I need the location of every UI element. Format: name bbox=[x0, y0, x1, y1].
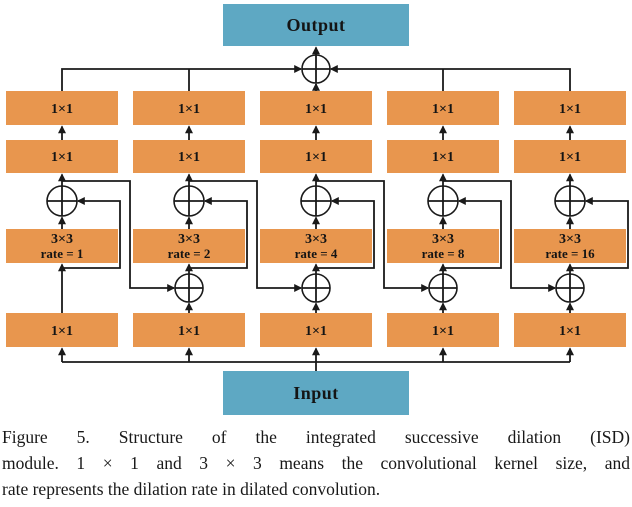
lower-sum-node bbox=[301, 273, 331, 303]
skip-connection bbox=[443, 197, 502, 269]
column-3: 1×1 1×1 3×3 rate = 4 1×1 bbox=[260, 91, 430, 362]
top-collect-line-left bbox=[61, 65, 303, 91]
conv3x3-label: 3×3 bbox=[51, 232, 73, 247]
conv1x1-bottom-box bbox=[514, 313, 626, 347]
skip-connection bbox=[189, 197, 248, 269]
conv1x1-mid-label: 1×1 bbox=[559, 150, 581, 165]
conv3x3-box bbox=[514, 229, 626, 263]
dilation-rate-label: rate = 2 bbox=[168, 246, 211, 261]
upper-sum-node bbox=[300, 185, 332, 217]
skip-connection bbox=[316, 197, 375, 269]
conv1x1-mid-label: 1×1 bbox=[432, 150, 454, 165]
upper-sum-node bbox=[173, 185, 205, 217]
conv1x1-bottom-label: 1×1 bbox=[51, 324, 73, 339]
output-label: Output bbox=[286, 15, 345, 35]
dilation-rate-label: rate = 4 bbox=[295, 246, 338, 261]
lower-sum-node bbox=[555, 273, 585, 303]
top-collect-line-right bbox=[329, 65, 571, 91]
input-box bbox=[223, 371, 409, 415]
feed-to-next-column bbox=[316, 180, 430, 292]
conv3x3-label: 3×3 bbox=[432, 232, 454, 247]
conv1x1-top-box bbox=[514, 91, 626, 125]
dilation-rate-label: rate = 1 bbox=[41, 246, 84, 261]
output-box bbox=[223, 4, 409, 46]
lower-sum-node bbox=[174, 273, 204, 303]
conv1x1-mid-label: 1×1 bbox=[305, 150, 327, 165]
column-4: 1×1 1×1 3×3 rate = 8 1×1 bbox=[387, 91, 557, 362]
conv1x1-mid-box bbox=[260, 140, 372, 173]
conv1x1-mid-label: 1×1 bbox=[51, 150, 73, 165]
conv3x3-box bbox=[6, 229, 118, 263]
skip-connection bbox=[62, 197, 121, 269]
conv1x1-bottom-box bbox=[133, 313, 245, 347]
conv1x1-mid-box bbox=[387, 140, 499, 173]
conv3x3-label: 3×3 bbox=[559, 232, 581, 247]
conv1x1-mid-label: 1×1 bbox=[178, 150, 200, 165]
feed-to-next-column bbox=[189, 180, 303, 292]
conv1x1-bottom-label: 1×1 bbox=[432, 324, 454, 339]
conv1x1-bottom-box bbox=[6, 313, 118, 347]
conv1x1-mid-box bbox=[514, 140, 626, 173]
conv3x3-box bbox=[387, 229, 499, 263]
conv1x1-bottom-label: 1×1 bbox=[305, 324, 327, 339]
conv1x1-top-label: 1×1 bbox=[559, 102, 581, 117]
upper-sum-node bbox=[46, 185, 78, 217]
final-sum-node bbox=[301, 54, 331, 84]
conv1x1-top-box bbox=[133, 91, 245, 125]
caption-line: module. 1 × 1 and 3 × 3 means the convol… bbox=[2, 453, 630, 473]
conv3x3-box bbox=[133, 229, 245, 263]
upper-sum-node bbox=[427, 185, 459, 217]
input-label: Input bbox=[293, 383, 339, 403]
lower-sum-node bbox=[428, 273, 458, 303]
conv1x1-top-box bbox=[6, 91, 118, 125]
caption-line: rate represents the dilation rate in dil… bbox=[2, 479, 381, 499]
conv3x3-box bbox=[260, 229, 372, 263]
conv1x1-top-label: 1×1 bbox=[432, 102, 454, 117]
caption-line: Figure 5. Structure of the integrated su… bbox=[2, 427, 630, 447]
column-5: 1×1 1×1 3×3 rate = 16 1×1 bbox=[514, 91, 629, 362]
conv1x1-bottom-label: 1×1 bbox=[559, 324, 581, 339]
skip-connection bbox=[570, 197, 629, 269]
feed-to-next-column bbox=[62, 180, 176, 292]
conv1x1-top-box bbox=[387, 91, 499, 125]
upper-sum-node bbox=[554, 185, 586, 217]
conv1x1-bottom-box bbox=[260, 313, 372, 347]
conv1x1-top-label: 1×1 bbox=[305, 102, 327, 117]
column-2: 1×1 1×1 3×3 rate = 2 1×1 bbox=[133, 91, 303, 362]
conv1x1-mid-box bbox=[6, 140, 118, 173]
dilation-rate-label: rate = 8 bbox=[422, 246, 465, 261]
dilation-rate-label: rate = 16 bbox=[545, 246, 595, 261]
conv1x1-top-label: 1×1 bbox=[51, 102, 73, 117]
conv1x1-top-box bbox=[260, 91, 372, 125]
column-1: 1×1 1×1 3×3 rate = 1 1×1 bbox=[6, 91, 176, 362]
conv1x1-top-label: 1×1 bbox=[178, 102, 200, 117]
conv1x1-bottom-label: 1×1 bbox=[178, 324, 200, 339]
conv3x3-label: 3×3 bbox=[178, 232, 200, 247]
figure-caption: Figure 5. Structure of the integrated su… bbox=[2, 424, 630, 502]
conv3x3-label: 3×3 bbox=[305, 232, 327, 247]
feed-to-next-column bbox=[443, 180, 557, 292]
isd-module-diagram: Output 1×1 1×1 3×3 bbox=[6, 4, 629, 415]
conv1x1-mid-box bbox=[133, 140, 245, 173]
conv1x1-bottom-box bbox=[387, 313, 499, 347]
